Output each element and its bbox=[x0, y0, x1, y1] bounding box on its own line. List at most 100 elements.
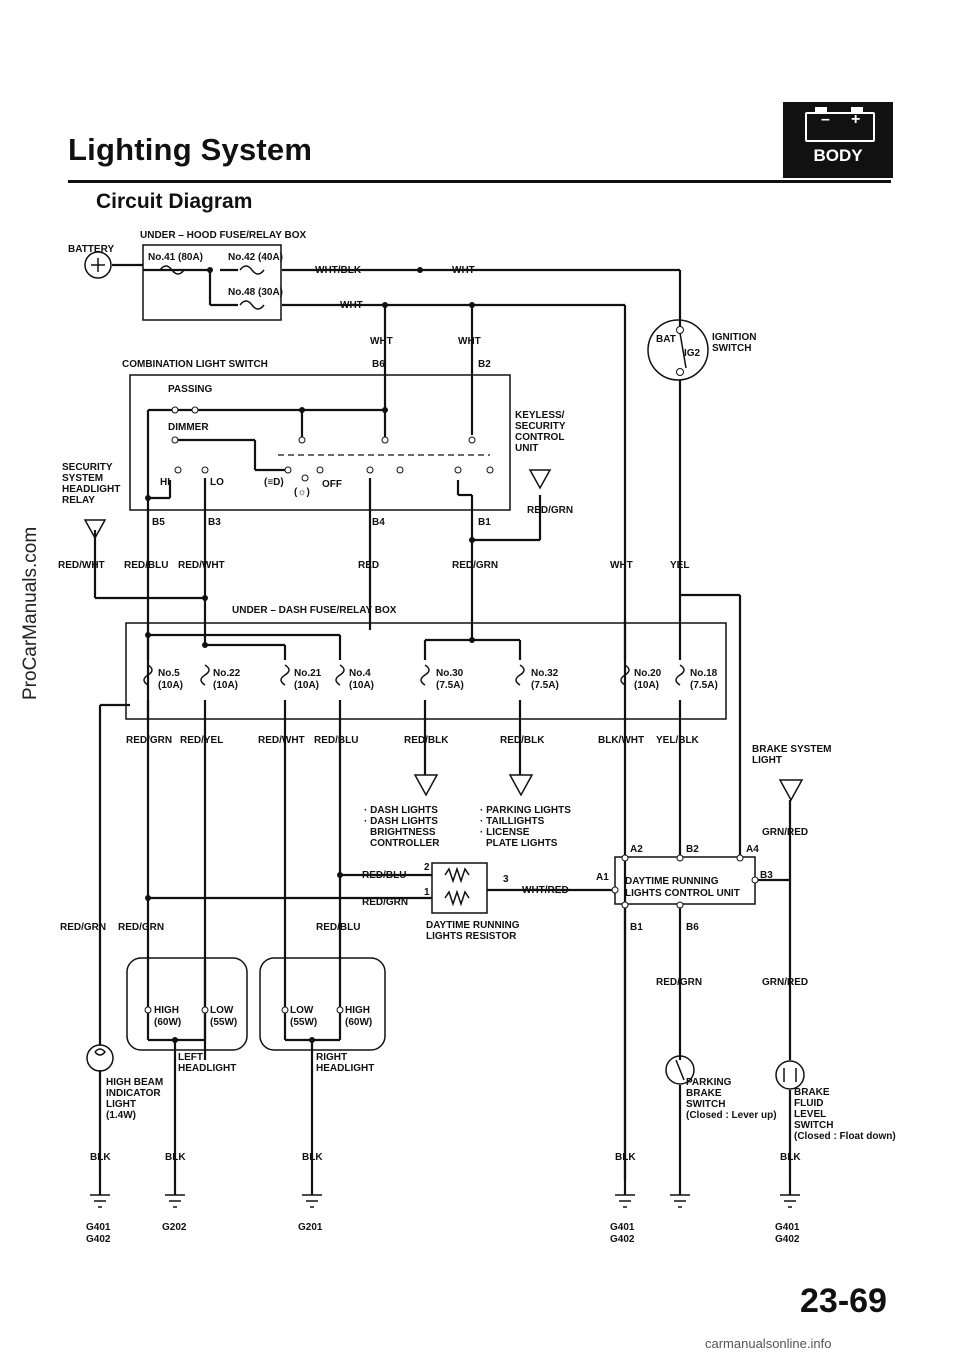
connector-label: A2 bbox=[630, 844, 643, 855]
connector-label: B2 bbox=[478, 359, 491, 370]
wire-label: RED/WHT bbox=[178, 560, 225, 571]
parking-lights-label: · TAILLIGHTS bbox=[480, 816, 545, 827]
wire-label: WHT bbox=[370, 336, 393, 347]
connector-label: B1 bbox=[630, 922, 643, 933]
connector-label: B5 bbox=[152, 517, 165, 528]
dash-lights-label: CONTROLLER bbox=[370, 838, 440, 849]
lamp-label: LOW bbox=[290, 1005, 314, 1016]
comb-switch-label: COMBINATION LIGHT SWITCH bbox=[122, 359, 268, 370]
brake-fluid-switch-label: (Closed : Float down) bbox=[794, 1131, 896, 1142]
wire-label: WHT/RED bbox=[522, 885, 569, 896]
wire-label: WHT/BLK bbox=[315, 265, 362, 276]
wire-label: RED/GRN bbox=[60, 922, 106, 933]
brake-light-label: BRAKE SYSTEM bbox=[752, 744, 831, 755]
parking-brake-switch-label: (Closed : Lever up) bbox=[686, 1110, 777, 1121]
under-dash-box-label: UNDER – DASH FUSE/RELAY BOX bbox=[232, 605, 397, 616]
wire-label: YEL bbox=[670, 560, 689, 571]
brake-fluid-switch-label: LEVEL bbox=[794, 1109, 826, 1120]
fuse-label: (10A) bbox=[158, 680, 183, 691]
ground-label: G402 bbox=[610, 1234, 635, 1245]
fuse-42-label: No.42 (40A) bbox=[228, 252, 283, 263]
lamp-label: (60W) bbox=[154, 1017, 181, 1028]
battery-terminal-icon bbox=[851, 107, 863, 113]
ig2-terminal-label: IG2 bbox=[684, 348, 701, 359]
wire-label: RED bbox=[358, 560, 379, 571]
wire-label: WHT bbox=[452, 265, 475, 276]
fuse-label: (10A) bbox=[349, 680, 374, 691]
wire-label: WHT bbox=[610, 560, 633, 571]
fuse-41-label: No.41 (80A) bbox=[148, 252, 203, 263]
wire-label: RED/BLU bbox=[362, 870, 406, 881]
drl-resistor-box bbox=[431, 862, 488, 914]
dimmer-label: DIMMER bbox=[168, 422, 209, 433]
ground-label: G201 bbox=[298, 1222, 323, 1233]
terminal-label: 3 bbox=[503, 874, 509, 885]
lamp-label: (55W) bbox=[210, 1017, 237, 1028]
brake-light-label: LIGHT bbox=[752, 755, 782, 766]
wire-label: WHT bbox=[340, 300, 363, 311]
right-headlight-box bbox=[259, 957, 386, 1051]
parking-lights-label: · PARKING LIGHTS bbox=[480, 805, 571, 816]
triangle-connectors bbox=[83, 469, 804, 802]
lamp-symbols bbox=[86, 1044, 805, 1090]
fuse-label: No.32 bbox=[531, 668, 559, 679]
page-title: Lighting System bbox=[68, 132, 313, 167]
under-hood-fuse-box bbox=[142, 244, 282, 321]
ignition-switch-label: IGNITION bbox=[712, 332, 756, 343]
section-subtitle: Circuit Diagram bbox=[96, 190, 253, 213]
security-relay-label: SECURITY bbox=[62, 462, 113, 473]
lamp-label: LOW bbox=[210, 1005, 234, 1016]
fuse-label: (10A) bbox=[634, 680, 659, 691]
brake-fluid-switch-label: BRAKE bbox=[794, 1087, 830, 1098]
wire-label: RED/BLK bbox=[404, 735, 449, 746]
battery-label: BATTERY bbox=[68, 244, 114, 255]
fuse-symbols bbox=[143, 265, 685, 686]
fuse-label: (7.5A) bbox=[436, 680, 464, 691]
left-headlight-box bbox=[126, 957, 248, 1051]
wire-label: RED/BLK bbox=[500, 735, 545, 746]
wire-label: YEL/BLK bbox=[656, 735, 700, 746]
security-relay-label: HEADLIGHT bbox=[62, 484, 120, 495]
page-number: 23-69 bbox=[800, 1282, 887, 1320]
hi-label: HI bbox=[160, 477, 170, 488]
ground-label: G402 bbox=[775, 1234, 800, 1245]
body-section-badge: – + BODY bbox=[783, 102, 893, 178]
wire-label: WHT bbox=[458, 336, 481, 347]
parking-brake-switch-label: SWITCH bbox=[686, 1099, 725, 1110]
drl-resistor-label: DAYTIME RUNNING bbox=[426, 920, 520, 931]
fuse-label: No.4 bbox=[349, 668, 371, 679]
drl-unit-label: DAYTIME RUNNING bbox=[625, 876, 719, 887]
ignition-switch-label: SWITCH bbox=[712, 343, 751, 354]
connector-label: B4 bbox=[372, 517, 385, 528]
under-hood-box-label: UNDER – HOOD FUSE/RELAY BOX bbox=[140, 230, 306, 241]
wire-label: BLK/WHT bbox=[598, 735, 644, 746]
wire-label: GRN/RED bbox=[762, 977, 808, 988]
ground-label: G401 bbox=[610, 1222, 635, 1233]
parking-lights-label: · LICENSE bbox=[480, 827, 530, 838]
left-headlight-label: HEADLIGHT bbox=[178, 1063, 236, 1074]
lamp-label: (55W) bbox=[290, 1017, 317, 1028]
wire-label: BLK bbox=[165, 1152, 186, 1163]
minus-sign: – bbox=[821, 111, 830, 128]
diagram-labels: BATTERY UNDER – HOOD FUSE/RELAY BOX No.4… bbox=[58, 230, 896, 1245]
pos1-label: (≡D) bbox=[264, 477, 284, 488]
badge-label: BODY bbox=[813, 146, 863, 165]
fuse-label: No.5 bbox=[158, 668, 180, 679]
wire-label: BLK bbox=[90, 1152, 111, 1163]
battery-symbol bbox=[84, 251, 112, 279]
fuse-48-label: No.48 (30A) bbox=[228, 287, 283, 298]
wire-label: RED/GRN bbox=[527, 505, 573, 516]
footer-watermark: carmanualsonline.info bbox=[705, 1336, 832, 1351]
keyless-unit-label: SECURITY bbox=[515, 421, 566, 432]
wire-label: RED/GRN bbox=[362, 897, 408, 908]
brake-fluid-switch-label: SWITCH bbox=[794, 1120, 833, 1131]
bat-terminal-label: BAT bbox=[656, 334, 676, 345]
connector-label: B2 bbox=[686, 844, 699, 855]
connector-label: B1 bbox=[478, 517, 491, 528]
off-label: OFF bbox=[322, 479, 342, 490]
keyless-unit-label: CONTROL bbox=[515, 432, 564, 443]
wire-label: RED/BLU bbox=[124, 560, 168, 571]
parking-brake-switch-label: BRAKE bbox=[686, 1088, 722, 1099]
